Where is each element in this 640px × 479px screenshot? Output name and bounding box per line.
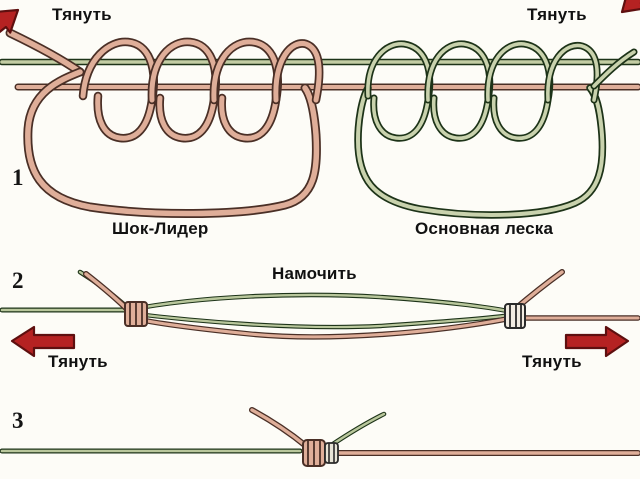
leader-coils (78, 37, 324, 143)
step2-left-knot (124, 301, 148, 327)
label-main-line: Основная леска (415, 219, 554, 238)
main-line-loop (354, 84, 607, 219)
arrow-up-right-icon (620, 0, 640, 14)
label-wet: Намочить (272, 264, 357, 283)
label-pull-left-step2: Тянуть (48, 352, 108, 371)
label-pull-right-step2: Тянуть (522, 352, 582, 371)
step-2-illustration (0, 269, 640, 358)
leader-loop (23, 67, 321, 219)
leader-tag-end (5, 28, 85, 77)
step3-knot (302, 439, 339, 467)
arrow-up-left-icon (0, 8, 20, 45)
step-number-3: 3 (12, 408, 24, 433)
main-line-coils (364, 40, 601, 142)
step-3-illustration (0, 407, 640, 467)
label-pull-top-right: Тянуть (527, 5, 587, 24)
main-line-tag-end (590, 48, 638, 90)
step-number-1: 1 (12, 165, 24, 190)
step3-leader-line (249, 407, 640, 456)
step-number-2: 2 (12, 268, 24, 293)
label-shock-leader: Шок-Лидер (112, 219, 209, 238)
label-pull-top-left: Тянуть (52, 5, 112, 24)
step2-main-line (0, 269, 515, 330)
step2-right-knot (504, 303, 526, 329)
arrow-right-icon (564, 325, 630, 358)
step-1-illustration (0, 0, 640, 219)
arrow-left-icon (10, 325, 76, 358)
